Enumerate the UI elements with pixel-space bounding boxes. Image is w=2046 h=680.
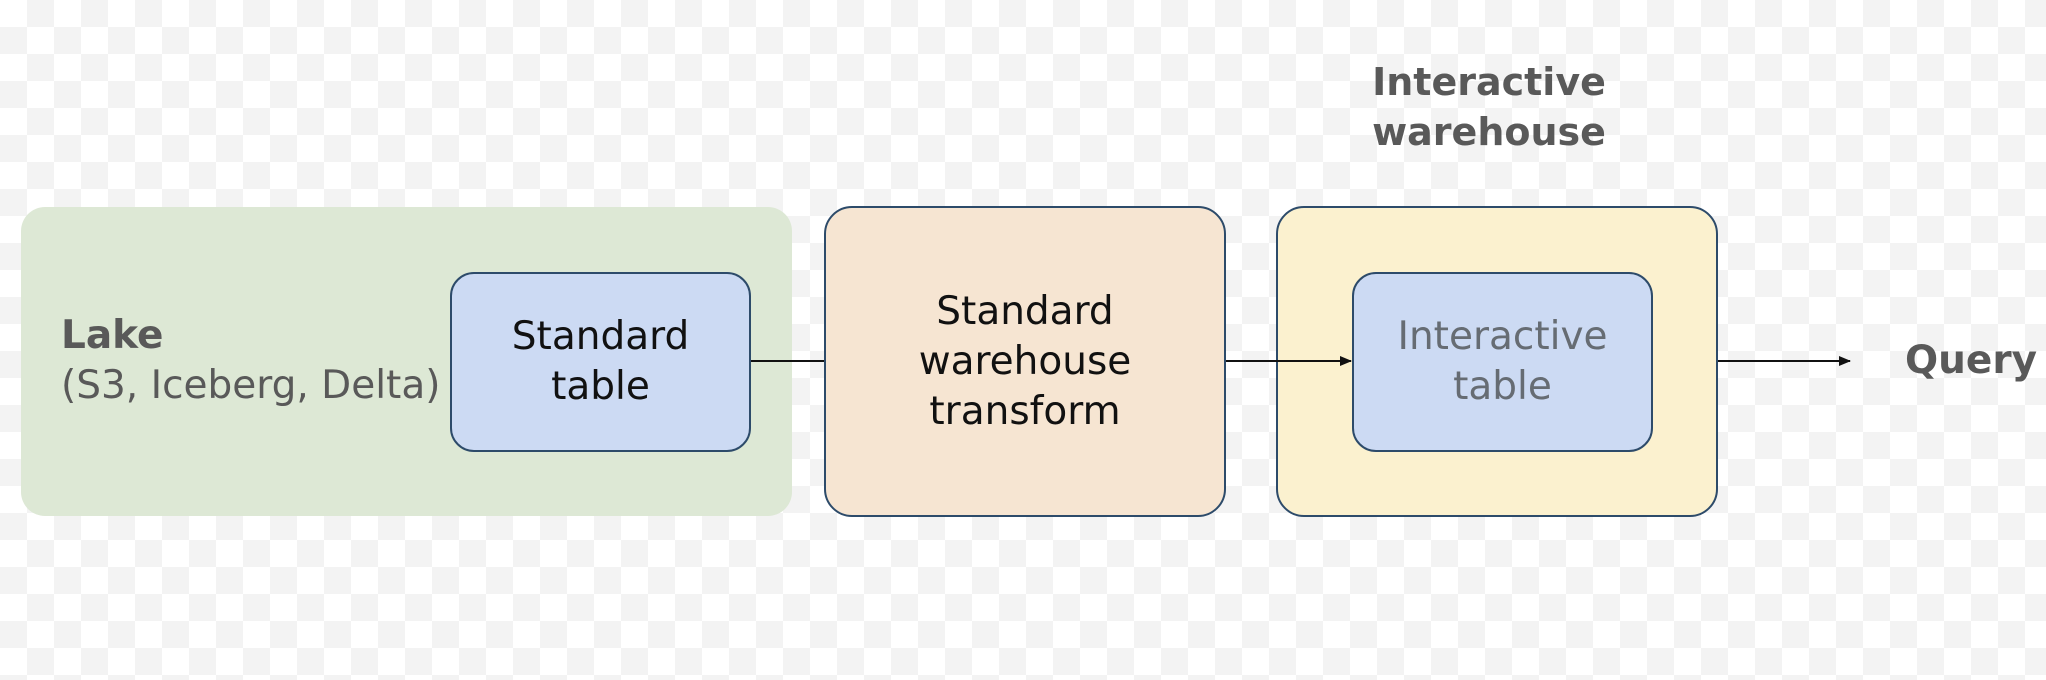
standard-table-line1: Standard bbox=[511, 314, 690, 359]
transform-line1: Standard bbox=[936, 288, 1114, 334]
lake-label: Lake (S3, Iceberg, Delta) bbox=[61, 311, 440, 411]
query-label: Query bbox=[1905, 338, 2038, 383]
transform-line3: transform bbox=[929, 388, 1121, 434]
interactive-table-node: Interactive table bbox=[1352, 272, 1653, 452]
lake-subtitle: (S3, Iceberg, Delta) bbox=[61, 363, 441, 408]
interactive-table-line1: Interactive bbox=[1397, 314, 1608, 359]
interactive-table-line2: table bbox=[1453, 364, 1552, 409]
warehouse-title-line2: warehouse bbox=[1372, 110, 1606, 154]
warehouse-transform-node: Standard warehouse transform bbox=[824, 206, 1226, 517]
transform-line2: warehouse bbox=[918, 338, 1132, 384]
lake-name: Lake bbox=[61, 313, 164, 358]
warehouse-title: Interactive warehouse bbox=[1296, 57, 1682, 157]
standard-table-node: Standard table bbox=[450, 272, 751, 452]
warehouse-title-line1: Interactive bbox=[1372, 60, 1606, 104]
standard-table-line2: table bbox=[551, 364, 650, 409]
